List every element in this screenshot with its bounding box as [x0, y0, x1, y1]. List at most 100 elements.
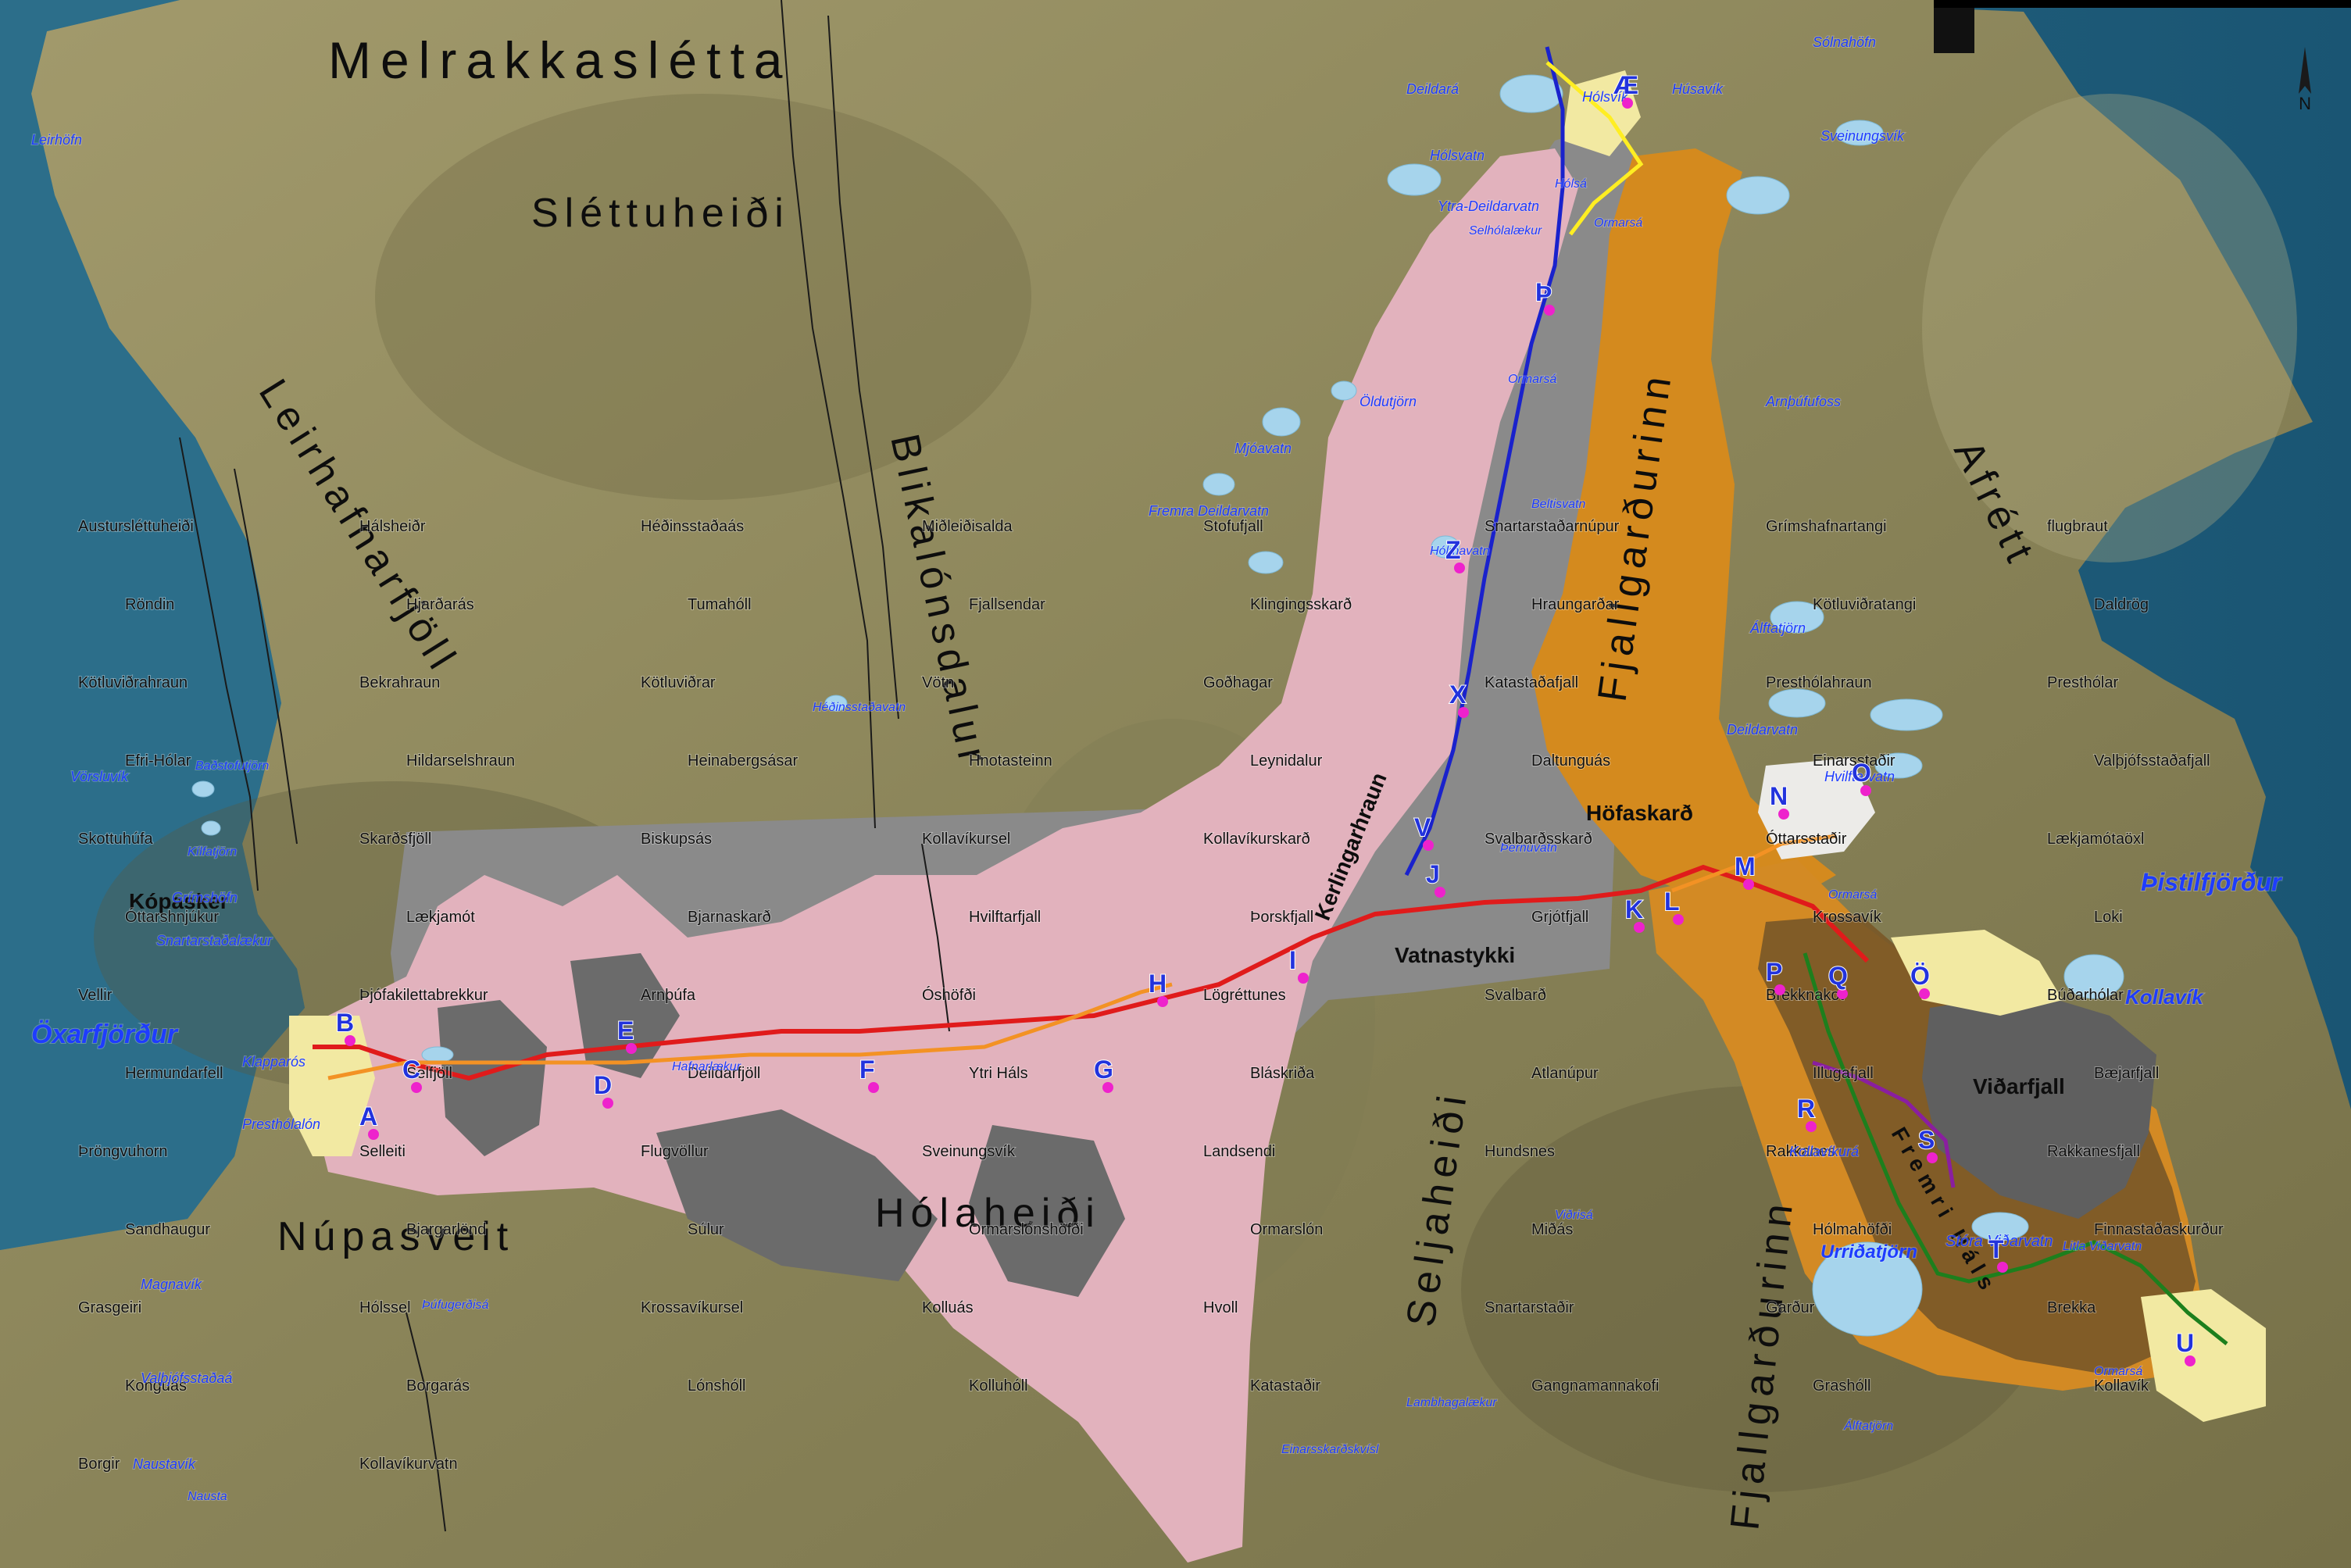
route-marker-label-3[interactable]: D [593, 1070, 613, 1100]
route-marker-dot--24[interactable] [1544, 305, 1555, 316]
route-marker-label-8[interactable]: I [1288, 945, 1297, 975]
route-marker-dot-p-15[interactable] [1774, 984, 1785, 995]
route-purple [1812, 1060, 1956, 1188]
route-marker-label-9[interactable]: J [1425, 859, 1441, 889]
pink-lava-area [305, 148, 1578, 1563]
route-marker-dot-q-16[interactable] [1837, 988, 1848, 999]
route-marker-label-19[interactable]: T [1988, 1234, 2005, 1264]
route-marker-dot-u-20[interactable] [2185, 1355, 2196, 1366]
route-blue [1404, 46, 1565, 877]
water-label-klapparos-9: Klapparós [242, 1054, 305, 1070]
place-label-l-kjamotaoxl-39: Lækjamótaöxl [2047, 830, 2145, 848]
water-label-istilfjor-ur-1: Þistilfjörður [2141, 868, 2282, 896]
place-label-snartarsta-arnupur-5: Snartarstaðarnúpur [1485, 518, 1620, 535]
route-marker-label-26[interactable]: Ö [1910, 961, 1931, 991]
route-marker-label-11[interactable]: L [1663, 887, 1681, 916]
water-label-stora-vi-arvatn-41: Stóra Viðarvatn [1945, 1233, 2053, 1250]
route-marker-dot--25[interactable] [1622, 98, 1633, 109]
north-arrow: N [2299, 47, 2311, 113]
water-label-vorsluvik-4: Vörsluvík [70, 769, 129, 784]
route-marker-label-2[interactable]: C [402, 1055, 421, 1084]
place-label-skar-sfjoll-33: Skarðsfjöll [359, 830, 431, 848]
place-label-finnasta-askur-ur-79: Finnastaðaskurður [2094, 1221, 2224, 1238]
place-label-kollavikurvatn-97: Kollavíkurvatn [359, 1455, 458, 1473]
route-marker-label-13[interactable]: N [1769, 781, 1788, 811]
place-label-brekknakot-54: Brekknakot [1766, 987, 1844, 1004]
route-marker-dot-c-2[interactable] [411, 1082, 422, 1093]
place-label-stofufjall-4: Stofufjall [1203, 518, 1263, 535]
route-marker-dot-x-22[interactable] [1458, 707, 1469, 718]
place-label-daldrog-15: Daldrög [2094, 596, 2149, 613]
water-label-ormarsa-38: Ormarsá [1828, 888, 1877, 902]
route-marker-dot-s-18[interactable] [1927, 1152, 1938, 1163]
route-marker-dot-o-14[interactable] [1860, 785, 1871, 796]
place-label-borgir-96: Borgir [78, 1455, 120, 1473]
place-label-kolluas-83: Kolluás [922, 1299, 974, 1316]
route-marker-label-15[interactable]: P [1765, 957, 1783, 987]
place-label-austurslettuhei-i-0: Austursléttuheiði [78, 518, 194, 535]
route-marker-label-4[interactable]: E [616, 1016, 634, 1045]
place-label-bjarnaskar-42: Bjarnaskarð [688, 909, 771, 926]
place-label-atlanupur-61: Atlanúpur [1531, 1065, 1599, 1082]
place-label-orskfjall-44: Þorskfjall [1250, 909, 1313, 926]
route-marker-label-18[interactable]: S [1917, 1125, 1935, 1155]
water-label-beltisvatn-32: Beltisvatn [1531, 498, 1585, 511]
water-label-oldutjorn-27: Öldutjörn [1360, 394, 1417, 409]
region-label-nupasveit-5: Núpasveit [277, 1214, 514, 1259]
route-marker-dot-t-19[interactable] [1997, 1262, 2008, 1273]
route-marker-dot-g-6[interactable] [1102, 1082, 1113, 1093]
route-marker-label-14[interactable]: O [1851, 758, 1872, 788]
place-label-he-inssta-aas-2: Héðinsstaðaás [641, 518, 744, 535]
route-marker-label-21[interactable]: V [1413, 813, 1432, 842]
north-arrow-label: N [2299, 94, 2311, 113]
place-label-rongvuhorn-64: Þröngvuhorn [78, 1143, 168, 1160]
route-marker-dot-o-26[interactable] [1919, 988, 1930, 999]
route-marker-label-25[interactable]: Æ [1613, 70, 1639, 100]
white-area-o [1758, 758, 1875, 859]
place-label-grimshafnartangi-6: Grímshafnartangi [1766, 518, 1887, 535]
place-label-gar-ur-86: Garður [1766, 1299, 1815, 1316]
place-label-konguas-88: Konguás [125, 1377, 187, 1395]
route-marker-dot-i-8[interactable] [1298, 973, 1309, 984]
route-marker-dot-n-13[interactable] [1778, 809, 1789, 820]
route-marker-label-0[interactable]: A [359, 1102, 378, 1131]
route-marker-dot-b-1[interactable] [345, 1035, 356, 1046]
region-label-vi-arfjall-10: Viðarfjall [1973, 1074, 2065, 1098]
place-label-grasholl-94: Grashóll [1813, 1377, 1870, 1395]
place-label-val-jofssta-afjall-31: Valþjófsstaðafjall [2094, 752, 2210, 770]
route-marker-label-17[interactable]: R [1796, 1094, 1816, 1123]
place-label-blaskri-a-60: Bláskriða [1250, 1065, 1315, 1082]
route-marker-label-12[interactable]: M [1734, 852, 1756, 881]
route-marker-dot-f-5[interactable] [868, 1082, 879, 1093]
route-marker-label-1[interactable]: B [335, 1008, 355, 1038]
place-label-kollavikursel-35: Kollavíkursel [922, 830, 1010, 848]
route-marker-label-7[interactable]: H [1148, 969, 1167, 998]
route-marker-dot-l-11[interactable] [1673, 914, 1684, 925]
route-marker-label-22[interactable]: X [1449, 680, 1467, 709]
route-marker-label-10[interactable]: K [1624, 895, 1644, 924]
route-marker-dot-h-7[interactable] [1157, 996, 1168, 1007]
route-marker-label-20[interactable]: U [2175, 1328, 2195, 1358]
route-marker-dot-m-12[interactable] [1743, 879, 1754, 890]
region-label-holahei-i-4: Hólaheiði [875, 1191, 1101, 1236]
route-marker-dot-r-17[interactable] [1806, 1121, 1817, 1132]
route-marker-label-24[interactable]: Þ [1535, 277, 1552, 307]
route-marker-label-23[interactable]: Z [1445, 535, 1462, 565]
place-label-hermundarfell-56: Hermundarfell [125, 1065, 223, 1082]
route-marker-label-6[interactable]: G [1093, 1055, 1114, 1084]
route-marker-label-5[interactable]: F [859, 1055, 876, 1084]
route-marker-dot-a-0[interactable] [368, 1129, 379, 1140]
place-label-katasta-afjall-21: Katastaðafjall [1485, 674, 1578, 691]
route-marker-dot-e-4[interactable] [626, 1043, 637, 1054]
route-marker-dot-v-21[interactable] [1423, 840, 1434, 851]
route-marker-dot-k-10[interactable] [1634, 922, 1645, 933]
water-label-husavik-17: Húsavík [1672, 81, 1724, 97]
top-right-sea [1934, 0, 2351, 8]
place-label-sveinungsvik-67: Sveinungsvík [922, 1143, 1016, 1160]
route-marker-label-16[interactable]: Q [1828, 961, 1849, 991]
place-label-borgaras-89: Borgarás [406, 1377, 470, 1395]
route-marker-dot-d-3[interactable] [602, 1098, 613, 1109]
route-marker-dot-j-9[interactable] [1435, 887, 1445, 898]
route-marker-dot-z-23[interactable] [1454, 563, 1465, 573]
